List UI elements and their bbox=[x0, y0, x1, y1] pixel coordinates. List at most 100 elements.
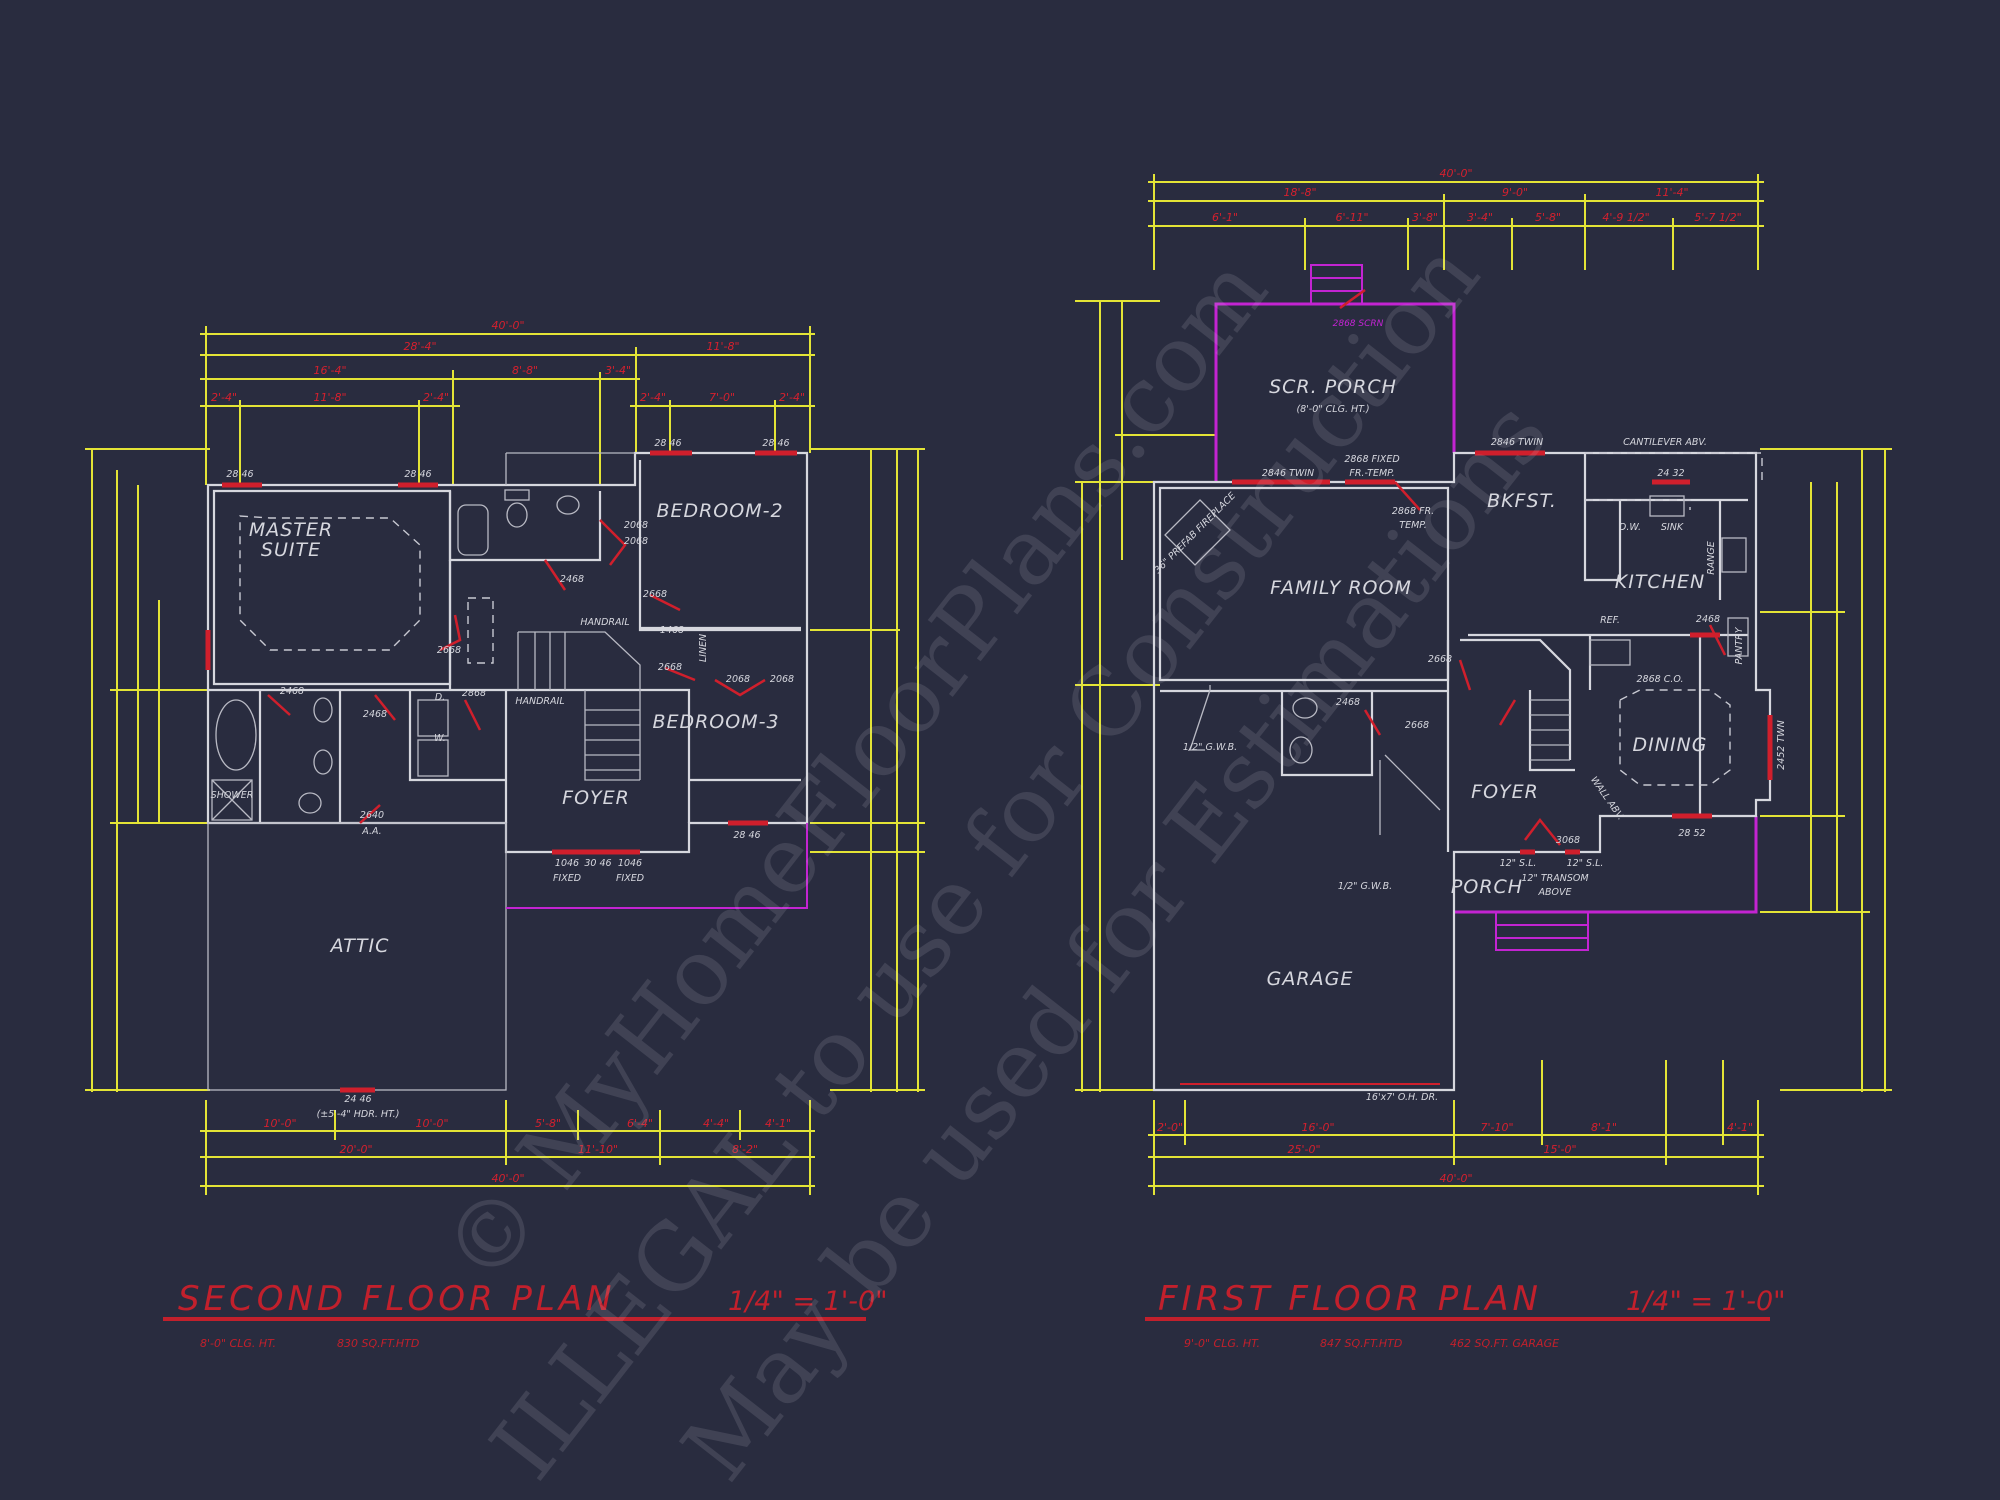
dim-text: 8'-8" bbox=[512, 364, 538, 377]
dim-text: 2'-4" bbox=[640, 391, 666, 404]
room-label-screened-porch: SCR. PORCH bbox=[1269, 376, 1397, 398]
shower-label: SHOWER bbox=[211, 790, 254, 801]
first-floor-walls bbox=[1152, 451, 1772, 1092]
dim-text: 40'-0" bbox=[491, 319, 524, 332]
window-label: 2452 TWN bbox=[1776, 720, 1787, 770]
dim-text: 6'-4" bbox=[627, 1117, 653, 1130]
door-label: 2868 SCRN bbox=[1333, 319, 1384, 329]
sink-label: SINK bbox=[1661, 522, 1684, 533]
second-floor-top-dimensions: 40'-0" 28'-4" 11'-8" 16'-4" 8'-8" 3'-4" … bbox=[200, 319, 815, 485]
window-label: FR.-TEMP. bbox=[1349, 468, 1394, 479]
appliance-label: W. bbox=[434, 733, 446, 744]
dim-text: 2'-4" bbox=[423, 391, 449, 404]
window-label: FIXED bbox=[616, 873, 644, 884]
window-label: 24 46 bbox=[344, 1094, 371, 1105]
door-label: 2068 bbox=[624, 520, 648, 531]
linen-label: LINEN bbox=[698, 634, 709, 662]
second-floor-windows bbox=[205, 450, 797, 1093]
door-label: 2468 bbox=[560, 574, 584, 585]
dim-text: 2'-4" bbox=[779, 391, 805, 404]
window-label: 1046 bbox=[618, 858, 642, 869]
dim-text: 3'-4" bbox=[605, 364, 631, 377]
dim-text: 4'-9 1/2" bbox=[1602, 211, 1649, 224]
room-label-dining: DINING bbox=[1633, 734, 1708, 756]
room-label-foyer: FOYER bbox=[562, 787, 630, 809]
transom-label: 12" TRANSOM bbox=[1521, 873, 1588, 884]
door-label: 2468 bbox=[1336, 697, 1360, 708]
door-label: 2468 bbox=[1696, 614, 1720, 625]
door-label: 2668 bbox=[1428, 654, 1452, 665]
first-floor-side-dimensions bbox=[1075, 300, 1892, 1092]
door-label: 2068 bbox=[770, 674, 794, 685]
second-floor-walls bbox=[206, 451, 809, 1091]
window-label: 30 46 bbox=[584, 858, 611, 869]
dim-text: 5'-8" bbox=[1535, 211, 1561, 224]
dim-text: 20'-0" bbox=[339, 1143, 372, 1156]
first-floor-porches bbox=[1214, 264, 1758, 951]
dim-text: 5'-8" bbox=[535, 1117, 561, 1130]
dim-text: 4'-1" bbox=[765, 1117, 791, 1130]
room-label-family-room: FAMILY ROOM bbox=[1270, 577, 1412, 599]
window-label: 1046 bbox=[555, 858, 579, 869]
window-label: 2868 FIXED bbox=[1344, 454, 1399, 465]
door-label: 2868 bbox=[462, 688, 486, 699]
cantilever-label: CANTILEVER ABV. bbox=[1623, 437, 1707, 448]
second-floor-side-dimensions bbox=[85, 448, 925, 1092]
dim-text: 5'-7 1/2" bbox=[1694, 211, 1741, 224]
sidelight-label: 12" S.L. bbox=[1500, 858, 1537, 869]
dim-text: 2'-0" bbox=[1157, 1121, 1183, 1134]
door-label: 2640 bbox=[360, 810, 384, 821]
door-label: 2668 bbox=[437, 645, 461, 656]
window-label: 2846 TWIN bbox=[1491, 437, 1543, 448]
dim-text: 4'-4" bbox=[703, 1117, 729, 1130]
pantry-label: PANTRY bbox=[1734, 626, 1745, 664]
room-label-suite: SUITE bbox=[261, 539, 321, 561]
drywall-label: 1/2" G.W.B. bbox=[1338, 881, 1392, 892]
second-floor-doors bbox=[267, 519, 766, 824]
first-floor-garage-area: 462 SQ.FT. GARAGE bbox=[1450, 1337, 1559, 1350]
room-label-master: MASTER bbox=[249, 519, 333, 541]
window-label: FIXED bbox=[553, 873, 581, 884]
door-label: 3068 bbox=[1556, 835, 1580, 846]
room-label-kitchen: KITCHEN bbox=[1615, 571, 1705, 593]
window-label: 2846 TWIN bbox=[1262, 468, 1314, 479]
appliance-label: D. bbox=[435, 692, 445, 703]
second-floor-area: 830 SQ.FT.HTD bbox=[337, 1337, 419, 1350]
handrail-label: HANDRAIL bbox=[580, 617, 629, 628]
dim-text: 11'-8" bbox=[706, 340, 739, 353]
garage-door-label: 16'x7' O.H. DR. bbox=[1366, 1092, 1438, 1103]
dim-text: 3'-4" bbox=[1467, 211, 1493, 224]
second-floor-annotations: 28 46 28 46 28 46 28 46 28 46 2068 2068 … bbox=[226, 438, 794, 1120]
first-floor-area: 847 SQ.FT.HTD bbox=[1320, 1337, 1402, 1350]
dim-text: 11'-4" bbox=[1655, 186, 1688, 199]
first-floor-bottom-dimensions: 2'-0" 16'-0" 7'-10" 8'-1" 4'-1" 25'-0" 1… bbox=[1148, 1060, 1764, 1195]
window-label: 28 46 bbox=[404, 469, 431, 480]
door-label: 2668 bbox=[1405, 720, 1429, 731]
first-floor-doors bbox=[1339, 288, 1727, 846]
first-floor-windows bbox=[1180, 450, 1773, 1085]
dim-text: 4'-1" bbox=[1727, 1121, 1753, 1134]
door-label: 2468 bbox=[280, 686, 304, 697]
door-label: 2068 bbox=[624, 536, 648, 547]
dim-text: 16'-0" bbox=[1301, 1121, 1334, 1134]
drywall-label: 1/2" G.W.B. bbox=[1183, 742, 1237, 753]
dim-text: 8'-2" bbox=[732, 1143, 758, 1156]
first-floor-title: FIRST FLOOR PLAN bbox=[1158, 1279, 1542, 1319]
dim-text: 10'-0" bbox=[415, 1117, 448, 1130]
dim-text: 9'-0" bbox=[1502, 186, 1528, 199]
dim-text: 8'-1" bbox=[1591, 1121, 1617, 1134]
dim-text: 18'-8" bbox=[1283, 186, 1316, 199]
dim-text: 40'-0" bbox=[1439, 1172, 1472, 1185]
dim-text: 40'-0" bbox=[491, 1172, 524, 1185]
second-floor-bottom-dimensions: 10'-0" 10'-0" 5'-8" 6'-4" 4'-4" 4'-1" 20… bbox=[200, 1100, 815, 1195]
room-label-breakfast: BKFST. bbox=[1487, 490, 1557, 512]
dim-text: 7'-10" bbox=[1480, 1121, 1513, 1134]
door-label: 1468 bbox=[660, 625, 684, 636]
dim-text: 40'-0" bbox=[1439, 167, 1472, 180]
door-label: 2068 bbox=[726, 674, 750, 685]
handrail-label: HANDRAIL bbox=[515, 696, 564, 707]
dim-text: 7'-0" bbox=[709, 391, 735, 404]
dim-text: 16'-4" bbox=[313, 364, 346, 377]
door-label: A.A. bbox=[361, 826, 381, 837]
dim-text: 11'-8" bbox=[313, 391, 346, 404]
